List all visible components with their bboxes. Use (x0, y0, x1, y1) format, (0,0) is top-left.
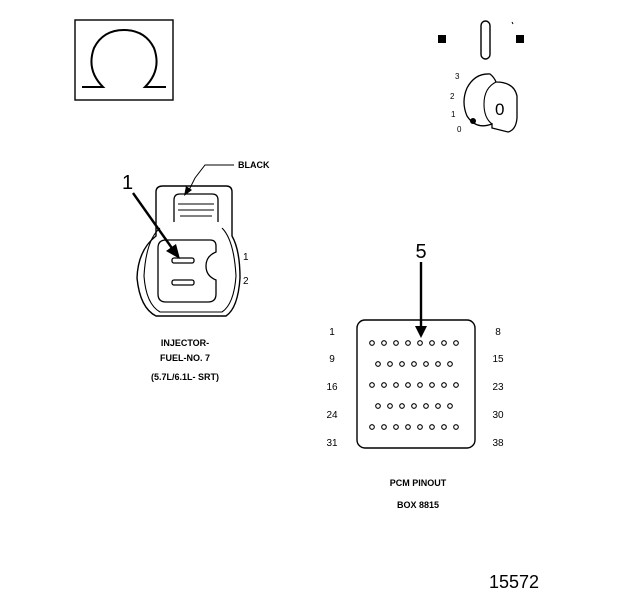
pcm-pin (417, 382, 423, 388)
pcm-pin-grid (369, 340, 459, 430)
pcm-connector-body (356, 319, 476, 449)
terminal-2 (171, 279, 195, 286)
pcm-pin (429, 382, 435, 388)
pcm-pin (369, 382, 375, 388)
pcm-row-right-label: 15 (492, 354, 504, 365)
pcm-row-left-label: 9 (329, 354, 335, 365)
pcm-row-left-label: 16 (326, 382, 338, 393)
ohmmeter-symbol (74, 19, 174, 101)
pcm-pin (453, 382, 459, 388)
pcm-pin (411, 403, 417, 409)
pcm-pin (435, 361, 441, 367)
pcm-pin (375, 403, 381, 409)
pcm-pin (387, 361, 393, 367)
pcm-pin (447, 361, 453, 367)
pcm-pin (393, 424, 399, 430)
pcm-row-right-label: 23 (492, 382, 504, 393)
pcm-pin (381, 424, 387, 430)
pcm-pin (405, 424, 411, 430)
pcm-pin (399, 403, 405, 409)
pcm-pin (423, 403, 429, 409)
pcm-pin (393, 340, 399, 346)
pcm-pin (429, 340, 435, 346)
pcm-row-right-label: 30 (492, 410, 504, 421)
ignition-pos-0: 0 (457, 125, 462, 134)
pcm-row-left-label: 24 (326, 410, 338, 421)
pcm-pin (369, 424, 375, 430)
ignition-key-icon (463, 73, 518, 133)
pcm-pin (441, 340, 447, 346)
pcm-row-right-label: 38 (492, 438, 504, 449)
pcm-row-left-label: 1 (329, 327, 335, 338)
injector-caption-line2: FUEL-NO. 7 (160, 353, 210, 363)
pcm-pin (453, 340, 459, 346)
pcm-pin (393, 382, 399, 388)
pcm-caption-line1: PCM PINOUT (390, 478, 447, 488)
injector-caption-line1: INJECTOR- (161, 338, 209, 348)
pin-label-2: 2 (243, 276, 249, 287)
omega-icon (82, 28, 166, 88)
pcm-pin (405, 340, 411, 346)
pcm-pin (447, 403, 453, 409)
connector-body (136, 185, 241, 317)
ignition-pos-2: 2 (450, 92, 455, 101)
pcm-pin (417, 424, 423, 430)
pin-label-1: 1 (243, 252, 249, 263)
pcm-pin (375, 361, 381, 367)
terminal-1 (171, 257, 195, 264)
pcm-pin (423, 361, 429, 367)
pcm-row-left-label: 31 (326, 438, 338, 449)
ignition-pos-3: 3 (455, 72, 460, 81)
pcm-pin (441, 382, 447, 388)
pcm-pin (453, 424, 459, 430)
figure-number: 15572 (489, 572, 539, 592)
wire-color-leader (187, 164, 234, 193)
injector-connector: BLACK 1 1 2 INJECTOR- FUEL-NO. 7 (5.7L/6… (122, 160, 270, 382)
pcm-caption-line2: BOX 8815 (397, 500, 439, 510)
pcm-connector: 5 1 9 16 24 31 8 15 23 30 38 PCM PINOUT … (326, 241, 504, 510)
connector-lock-tab (173, 193, 219, 222)
pcm-pin (411, 361, 417, 367)
pcm-pin (405, 382, 411, 388)
pcm-pin (429, 424, 435, 430)
injector-caption-line3: (5.7L/6.1L- SRT) (151, 372, 219, 382)
pcm-pin (399, 361, 405, 367)
pcm-pin (417, 340, 423, 346)
ignition-pos-1: 1 (451, 110, 456, 119)
pcm-pin (381, 382, 387, 388)
pcm-pin (441, 424, 447, 430)
ignition-switch: 3 2 1 0 0 (438, 20, 524, 134)
pcm-pin (369, 340, 375, 346)
wire-color-label: BLACK (238, 160, 270, 170)
callout-5: 5 (415, 241, 426, 263)
pcm-pin (387, 403, 393, 409)
ignition-key-label: 0 (495, 100, 504, 119)
callout-1: 1 (122, 172, 133, 194)
pcm-pin (435, 403, 441, 409)
pcm-row-right-label: 8 (495, 327, 501, 338)
pcm-pin (381, 340, 387, 346)
connector-cavity (157, 239, 217, 303)
callout-1-arrow (132, 192, 175, 252)
